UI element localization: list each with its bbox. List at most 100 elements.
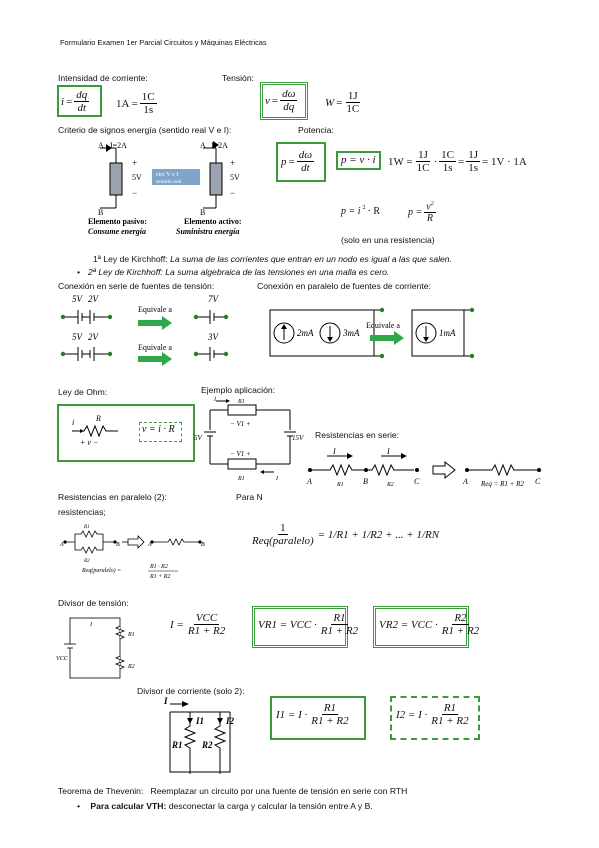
- src-7v: 7V: [208, 294, 220, 304]
- src-3v: 3V: [207, 332, 220, 342]
- current-divider-heading: Divisor de corriente (solo 2):: [137, 686, 245, 696]
- current-heading: Intensidad de corriente:: [58, 73, 148, 83]
- src-3ma: 3mA: [342, 328, 360, 338]
- series-r1: R1: [336, 482, 344, 488]
- src-5v: 5V: [72, 294, 84, 304]
- series-r2: R2: [386, 482, 394, 488]
- energy-sign-diagram: A B I=2A +5V− A B I=2A +5V− circ V e I s…: [88, 141, 242, 236]
- divider-vcc: VCC: [56, 656, 69, 662]
- divider-i-label: I: [89, 622, 93, 628]
- i2-box: [390, 696, 480, 740]
- parallel-sources-heading: Conexión en paralelo de fuentes de corri…: [257, 281, 431, 291]
- parallel-sources-diagram: 2mA 3mA Equivale a 1mA: [269, 307, 475, 359]
- series-node-b: B: [363, 477, 368, 486]
- node-a-passive: A: [98, 141, 104, 150]
- src-5v-b: 5V: [72, 332, 84, 342]
- src-2v: 2V: [88, 294, 100, 304]
- ohm-i: i: [72, 418, 74, 427]
- svg-text:−: −: [132, 188, 137, 198]
- power-heading: Potencia:: [298, 125, 334, 135]
- par-r2: R2: [83, 559, 90, 564]
- parallel-res-heading-2: resistencias;: [58, 507, 106, 517]
- series-sources-heading: Conexión en serie de fuentes de tensión:: [58, 281, 215, 291]
- divider-r2: R2: [127, 664, 135, 670]
- para-n-heading: Para N: [236, 492, 263, 502]
- parallel-res-diagram: A B A B R1 R2 Req(paralelo) = R1 · R2 R1…: [59, 525, 205, 580]
- example-v1-bottom: − V1 +: [230, 450, 251, 458]
- equiv-label-1: Equivale a: [138, 305, 172, 314]
- svg-text:+: +: [230, 158, 235, 168]
- active-subtitle: Suministra energía: [176, 227, 239, 236]
- thevenin-bullet: Para calcular VTH: desconectar la carga …: [77, 801, 372, 811]
- vr2-box: [373, 606, 469, 648]
- svg-text:A: A: [147, 542, 152, 548]
- voltage-label-passive: 5V: [132, 173, 142, 182]
- series-req: Req = R1 + R2: [480, 480, 524, 488]
- voltage-divider-circuit: VCC R1 R2 I: [56, 617, 135, 679]
- example-r1-top: R1: [237, 399, 245, 405]
- tag-line2: sentido real: [156, 179, 182, 185]
- tag-line1: circ V e I: [156, 172, 178, 178]
- voltage-divider-heading: Divisor de tensión:: [58, 598, 129, 608]
- current-divider-circuit: I I1 I2 R1 R2: [163, 696, 235, 774]
- svg-text:+: +: [132, 158, 137, 168]
- par-req-label: Req(paralelo) =: [81, 567, 121, 574]
- src-1ma: 1mA: [439, 328, 456, 338]
- series-res-heading: Resistencias en serie:: [315, 430, 400, 440]
- equiv-label-2: Equivale a: [138, 343, 172, 352]
- passive-subtitle: Consume energía: [88, 227, 146, 236]
- example-v1-top: − V1 +: [230, 420, 251, 428]
- par-r1: R1: [83, 525, 90, 530]
- voltage-label-active: 5V: [230, 173, 240, 182]
- series-sources-diagram: 5V 2V 7V Equivale a 5V 2V 3V Equivale a: [60, 294, 229, 366]
- equiv-label-3: Equivale a: [366, 321, 400, 330]
- svg-text:B: B: [201, 542, 205, 548]
- svg-text:A: A: [59, 542, 64, 548]
- current-label-passive: I=2A: [110, 141, 127, 150]
- passive-title: Elemento pasivo:: [88, 217, 147, 226]
- series-i-2: I: [386, 447, 390, 456]
- src-2ma: 2mA: [297, 328, 314, 338]
- parallel-res-heading: Resistencias en paralelo (2):: [58, 492, 167, 502]
- ohm-box: [57, 404, 195, 462]
- example-heading: Ejemplo aplicación:: [201, 385, 276, 395]
- voltage-formula-box: [260, 82, 308, 120]
- power-vi-formula: p = v · i: [341, 154, 376, 166]
- cd-i-label: I: [163, 696, 168, 706]
- series-node-c: C: [414, 477, 420, 486]
- ohm-resistor-diagram: i R + v −: [72, 414, 118, 447]
- node-a-active: A: [200, 141, 206, 150]
- node-b-active: B: [200, 208, 205, 217]
- svg-text:−: −: [230, 188, 235, 198]
- cd-r1-label: R1: [171, 740, 183, 750]
- cd-r2-label: R2: [201, 740, 213, 750]
- ohm-heading: Ley de Ohm:: [58, 387, 108, 397]
- power-formula-box: [276, 142, 326, 182]
- series-res-diagram: I I A R1 B R2 C A Req = R1 + R2 C: [306, 447, 541, 488]
- voltage-heading: Tensión:: [222, 73, 255, 83]
- power-vi-box: [336, 151, 381, 170]
- kirchhoff-2: 2ª Ley de Kirchhoff: La suma algebraica …: [77, 267, 389, 277]
- series-node-c2: C: [535, 477, 541, 486]
- ohm-pm: + v −: [80, 438, 98, 447]
- ohm-example-circuit: I R1 − V1 + − V1 + R1 I 5V 15V: [194, 397, 304, 482]
- example-i-bottom: I: [275, 476, 279, 482]
- svg-text:R1 + R2: R1 + R2: [149, 574, 170, 580]
- kirchhoff-1: 1ª Ley de Kirchhoff: La suma de las corr…: [93, 254, 452, 264]
- divider-r1: R1: [127, 632, 135, 638]
- cd-i1-label: I1: [195, 716, 204, 726]
- example-i-top: I: [213, 397, 217, 403]
- series-i-1: I: [332, 447, 336, 456]
- i1-box: [270, 696, 366, 740]
- one-resistance-note: (solo en una resistencia): [341, 235, 435, 245]
- node-b-passive: B: [98, 208, 103, 217]
- series-node-a: A: [306, 477, 312, 486]
